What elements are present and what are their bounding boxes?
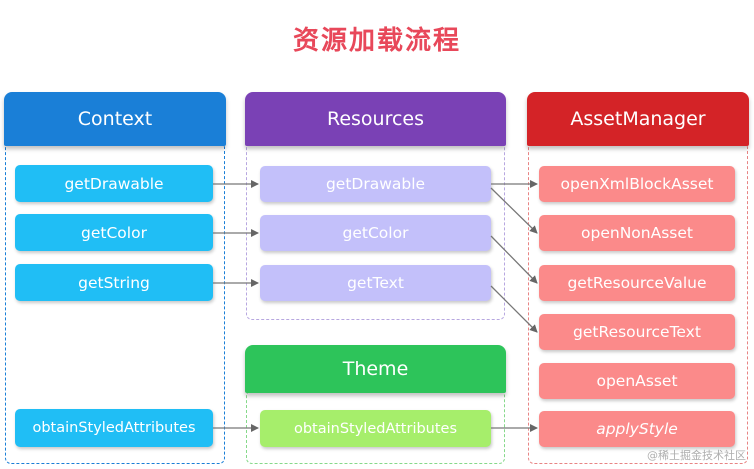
watermark: @稀土掘金技术社区	[647, 449, 746, 462]
page-title: 资源加载流程	[292, 26, 461, 56]
context-header: Context	[4, 92, 226, 146]
resources-get-text[interactable]: getText	[260, 265, 491, 301]
asset-manager-apply-style[interactable]: applyStyle	[539, 411, 735, 447]
arrow-res-color-to-value	[490, 235, 538, 284]
resources-header: Resources	[245, 92, 506, 146]
theme-header: Theme	[245, 345, 506, 393]
asset-manager-open-non-asset[interactable]: openNonAsset	[539, 215, 735, 251]
asset-manager-get-resource-text[interactable]: getResourceText	[539, 314, 735, 350]
asset-manager-open-asset[interactable]: openAsset	[539, 363, 735, 399]
theme-obtain-styled-attributes[interactable]: obtainStyledAttributes	[260, 410, 491, 447]
asset-manager-get-resource-value[interactable]: getResourceValue	[539, 265, 735, 301]
context-get-color[interactable]: getColor	[15, 214, 213, 251]
arrow-res-drawable-to-nonasset	[490, 187, 538, 234]
resources-get-color[interactable]: getColor	[260, 215, 491, 251]
asset-manager-open-xml-block-asset[interactable]: openXmlBlockAsset	[539, 166, 735, 202]
arrow-res-text-to-text	[490, 285, 538, 333]
context-get-string[interactable]: getString	[15, 264, 213, 301]
context-obtain-styled-attributes[interactable]: obtainStyledAttributes	[15, 409, 213, 447]
asset-manager-header: AssetManager	[527, 92, 749, 146]
resources-get-drawable[interactable]: getDrawable	[260, 166, 491, 202]
context-get-drawable[interactable]: getDrawable	[15, 165, 213, 202]
